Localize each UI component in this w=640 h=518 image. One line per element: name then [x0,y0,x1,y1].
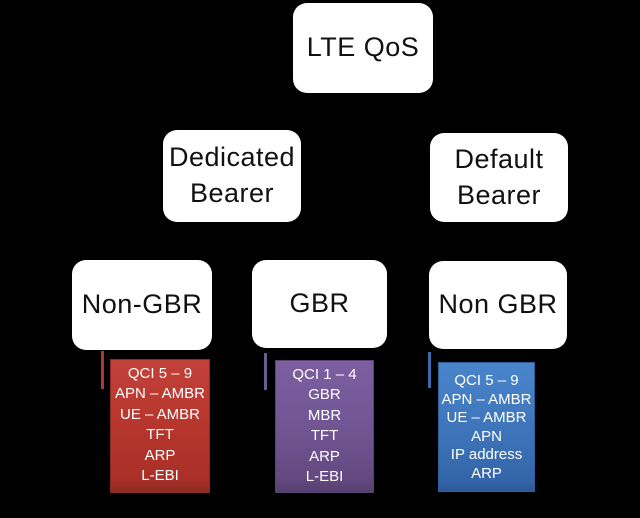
detail-item: APN – AMBR [114,385,206,403]
detail-item: ARP [471,464,502,482]
node-gbr: GBR [252,260,387,348]
detail-item: ARP [144,446,176,464]
detail-box-non-gbr-dedicated: QCI 5 – 9 APN – AMBR UE – AMBR TFT ARP L… [110,359,210,493]
node-dedicated-bearer: Dedicated Bearer [163,130,301,222]
detail-box-non-gbr-default: QCI 5 – 9 APN – AMBR UE – AMBR APN IP ad… [438,362,535,492]
connector-non-gbr-default [428,352,431,388]
detail-item: ARP [309,447,340,465]
detail-item: UE – AMBR [119,405,201,423]
detail-item: QCI 5 – 9 [454,372,519,389]
detail-item: MBR [307,406,342,424]
node-lte-qos: LTE QoS [293,3,433,93]
detail-box-gbr: QCI 1 – 4 GBR MBR TFT ARP L-EBI [275,360,374,493]
detail-item: TFT [310,427,339,445]
detail-item: APN – AMBR [441,390,532,408]
detail-item: GBR [308,386,341,404]
detail-item: APN [471,427,502,445]
detail-item: QCI 5 – 9 [127,365,193,382]
detail-item: L-EBI [141,467,179,485]
node-non-gbr-dedicated: Non-GBR [72,260,212,350]
connector-non-gbr-dedicated [101,351,104,389]
detail-item: UE – AMBR [446,409,527,427]
node-non-gbr-default: Non GBR [429,261,567,349]
connector-gbr [264,353,267,390]
detail-item: IP address [450,446,523,464]
detail-item: L-EBI [305,468,344,486]
detail-item: QCI 1 – 4 [292,366,357,383]
node-default-bearer: Default Bearer [430,133,568,222]
detail-item: TFT [146,426,174,444]
